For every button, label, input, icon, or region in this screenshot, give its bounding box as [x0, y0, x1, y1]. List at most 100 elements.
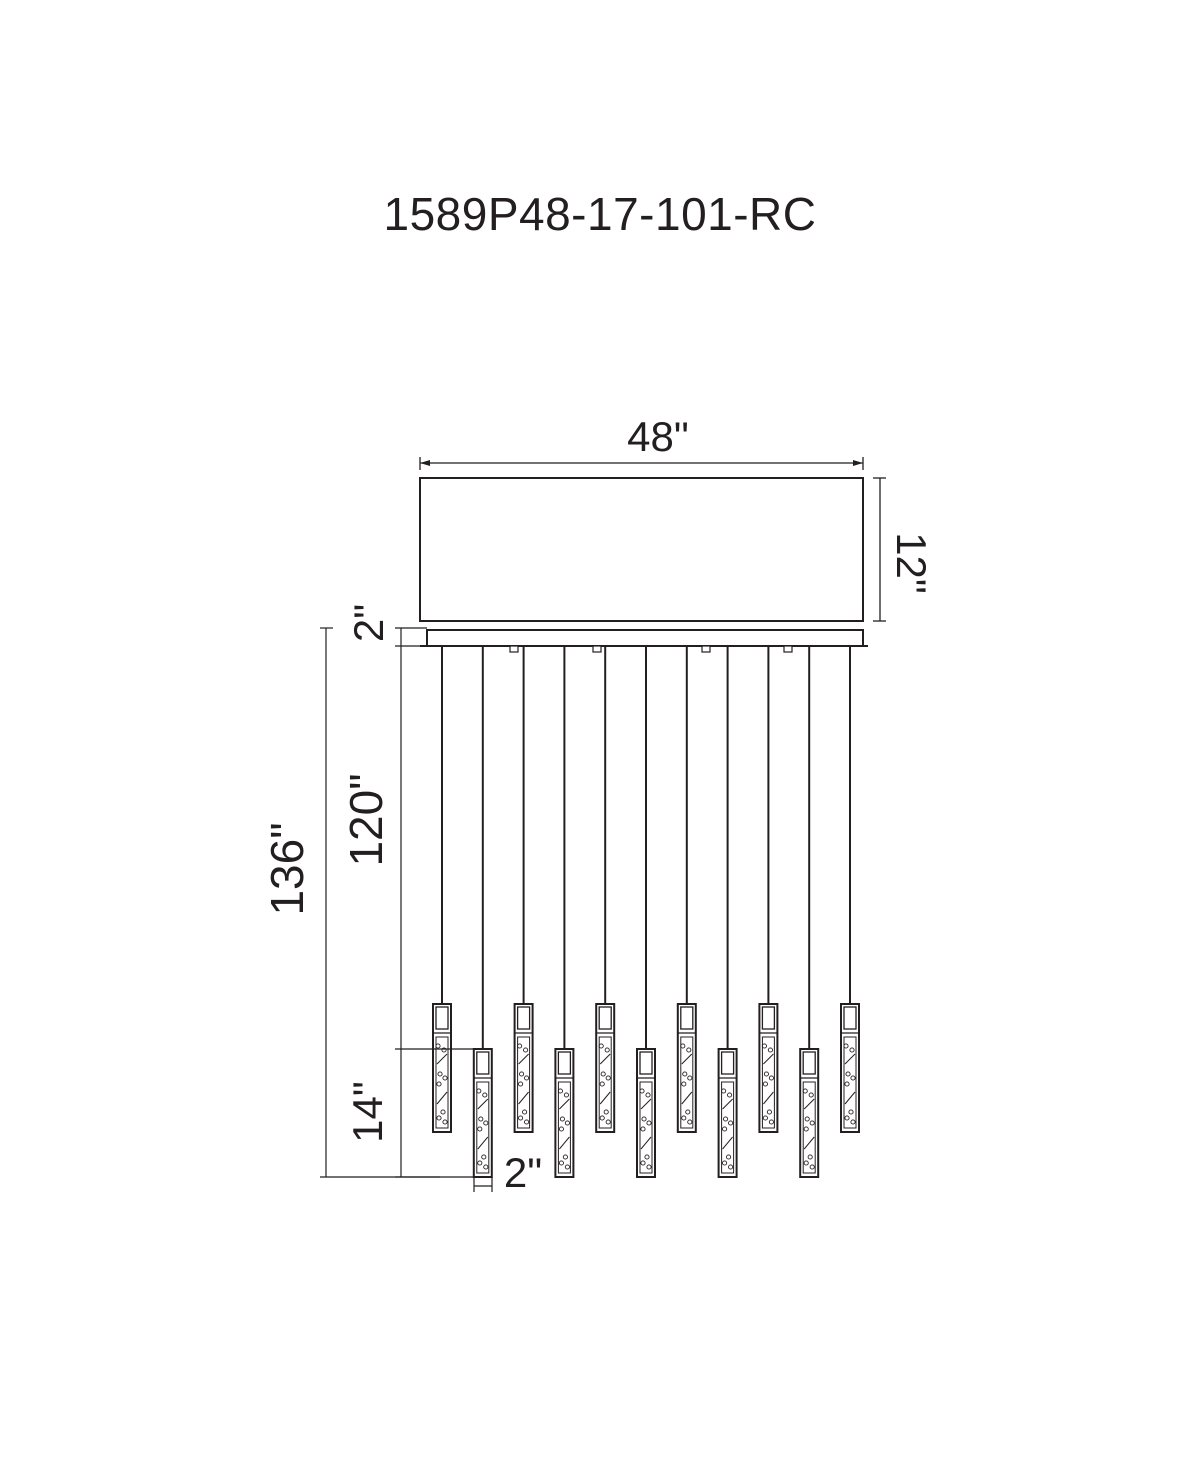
pendant-bubble — [680, 1043, 686, 1049]
pendant-bubble — [518, 1081, 524, 1087]
depth-dimension — [873, 477, 886, 622]
pendant-bubble — [559, 1116, 565, 1122]
pendant-crystal — [557, 1081, 571, 1174]
pendant-body — [432, 1003, 452, 1133]
pendant-facet — [681, 1053, 693, 1065]
width-dimension-label: 48" — [627, 413, 689, 460]
pendant-bubble — [603, 1109, 609, 1115]
pendant-bubble — [687, 1119, 693, 1125]
pendant-cap — [639, 1051, 653, 1075]
pendant-crystal — [680, 1036, 694, 1129]
pendant-light — [432, 646, 452, 1133]
pendant-bubble — [436, 1081, 442, 1087]
pendant-bubble — [844, 1115, 850, 1121]
pendant-bubble — [605, 1119, 611, 1125]
pendant-bubble — [564, 1164, 570, 1170]
canopy-plate-tab — [783, 645, 793, 653]
pendant-width-dimension — [473, 1177, 493, 1192]
model-number-title: 1589P48-17-101-RC — [383, 188, 817, 240]
pendant-bubble — [768, 1075, 774, 1081]
pendant-crystal — [721, 1081, 735, 1174]
pendant-crystal — [802, 1081, 816, 1174]
width-dim-arrow-left — [420, 460, 430, 466]
pendant-bubble — [645, 1092, 651, 1098]
pendant-bubble — [481, 1154, 487, 1160]
pendant-bubble — [523, 1047, 529, 1053]
pendant-facet — [722, 1136, 733, 1150]
pendant-bubble — [802, 1088, 808, 1094]
canopy-plate — [420, 629, 868, 647]
pendant-bubble — [437, 1071, 443, 1077]
pendant-bubble — [640, 1160, 646, 1166]
pendant-bubble — [558, 1126, 564, 1132]
pendant-facet — [436, 1091, 448, 1105]
pendant-light — [472, 646, 493, 1178]
canopy-plate-tabs — [509, 645, 793, 653]
pendant-bubble — [641, 1116, 647, 1122]
pendant-light — [554, 646, 575, 1178]
pendant-bubble — [804, 1116, 810, 1122]
pendant-bubble — [762, 1081, 768, 1087]
pendant-facet — [477, 1136, 489, 1150]
cable-length-label: 120" — [340, 773, 392, 866]
pendant-bubble — [762, 1115, 768, 1121]
pendant-bubble — [518, 1115, 524, 1121]
pendant-bubble — [646, 1120, 652, 1126]
pendant-bubble — [598, 1043, 604, 1049]
pendant-bubble — [605, 1075, 611, 1081]
pendant-body — [636, 1048, 656, 1178]
pendant-bubble — [599, 1115, 605, 1121]
width-dim-arrow-right — [853, 460, 863, 466]
pendant-bubble — [686, 1047, 692, 1053]
pendant-bubble — [599, 1081, 605, 1087]
pendant-crystal — [476, 1081, 490, 1174]
pendant-height-label: 14" — [344, 1081, 391, 1143]
canopy-top-view — [419, 477, 864, 622]
pendant-bubble — [639, 1088, 645, 1094]
pendant-width-label: 2" — [504, 1149, 542, 1196]
pendant-bubble — [557, 1088, 563, 1094]
pendant-facet — [722, 1098, 733, 1110]
pendant-bubble — [483, 1164, 489, 1170]
pendant-facet — [640, 1136, 652, 1150]
pendant-facet — [763, 1053, 774, 1065]
pendant-cap — [761, 1006, 776, 1030]
pendant-bubble — [808, 1092, 814, 1098]
pendant-cap — [802, 1051, 816, 1075]
pendant-crystal — [598, 1036, 612, 1129]
plate-height-label: 2" — [345, 604, 392, 642]
pendant-bubble — [563, 1092, 569, 1098]
pendant-bubble — [562, 1154, 568, 1160]
pendant-bubble — [441, 1047, 447, 1053]
pendant-facet — [803, 1098, 815, 1110]
pendant-cap — [680, 1006, 694, 1030]
pendant-light — [799, 646, 820, 1178]
pendant-bubble — [478, 1116, 484, 1122]
pendant-bubble — [681, 1115, 687, 1121]
canopy-plate-rect — [426, 629, 864, 647]
pendant-facet — [844, 1053, 856, 1065]
pendant-bubble — [766, 1109, 772, 1115]
pendant-bubble — [440, 1109, 446, 1115]
pendant-body — [554, 1048, 575, 1178]
pendant-cap — [598, 1006, 612, 1030]
pendant-light — [595, 646, 616, 1133]
pendant-bubble — [809, 1120, 815, 1126]
canopy-plate-tab — [592, 645, 602, 653]
pendant-body — [595, 1003, 616, 1133]
pendant-bubble — [477, 1160, 483, 1166]
pendant-bubble — [726, 1154, 732, 1160]
pendant-bubble — [685, 1109, 691, 1115]
pendant-bubble — [767, 1047, 773, 1053]
pendant-bubble — [477, 1126, 483, 1132]
pendant-facet — [477, 1098, 489, 1110]
pendant-bubble — [845, 1071, 851, 1077]
pendant-bubble — [644, 1154, 650, 1160]
pendant-body — [513, 1003, 534, 1133]
pendant-facet — [599, 1053, 611, 1065]
pendant-bubble — [681, 1081, 687, 1087]
pendant-body — [676, 1003, 697, 1133]
pendant-cap — [435, 1006, 449, 1030]
pendant-body — [758, 1003, 779, 1133]
pendant-bubble — [640, 1126, 646, 1132]
